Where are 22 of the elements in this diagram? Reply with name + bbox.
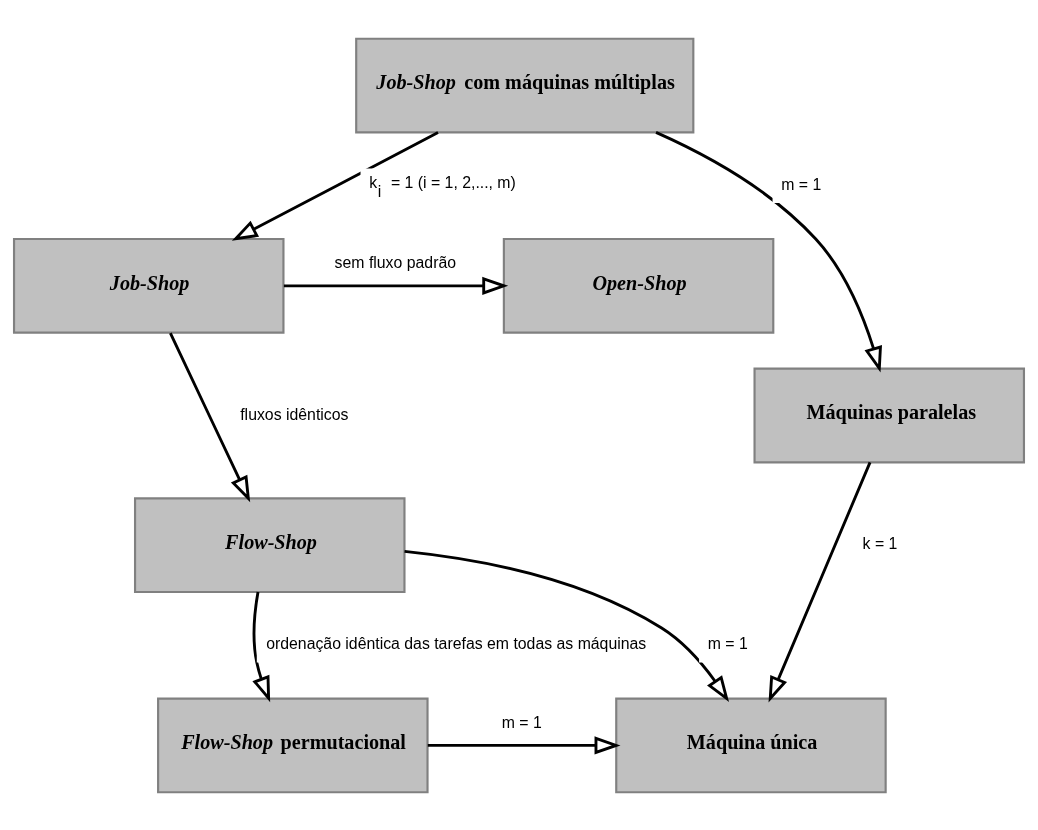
node-box: Flow-Shop permutacional xyxy=(157,697,429,793)
edge-label: m = 1 xyxy=(781,175,822,193)
edge-label: sem fluxo padrão xyxy=(334,253,457,271)
node-box: Máquinas paralelas xyxy=(753,367,1026,463)
arrow xyxy=(169,332,251,502)
arrow xyxy=(283,276,509,295)
edge-label: ordenação idêntica das tarefas em todas as máquinas xyxy=(266,634,647,652)
edge-label: m = 1 xyxy=(707,634,748,652)
node-box: Job-Shop xyxy=(12,237,285,334)
node-box: Job-Shop com máquinas múltiplas xyxy=(355,37,695,133)
arrow xyxy=(404,549,730,702)
arrow xyxy=(655,130,882,373)
arrow xyxy=(231,130,439,241)
arrow xyxy=(768,461,872,702)
node-box: Máquina única xyxy=(615,697,887,793)
edge-label: k = 1 xyxy=(862,534,898,552)
node-box: Flow-Shop xyxy=(134,496,406,593)
arrow xyxy=(252,591,271,702)
arrow xyxy=(427,735,621,754)
edge-label: fluxos idênticos xyxy=(240,405,349,423)
edge-label: m = 1 xyxy=(501,713,542,731)
node-box: Open-Shop xyxy=(502,237,775,334)
